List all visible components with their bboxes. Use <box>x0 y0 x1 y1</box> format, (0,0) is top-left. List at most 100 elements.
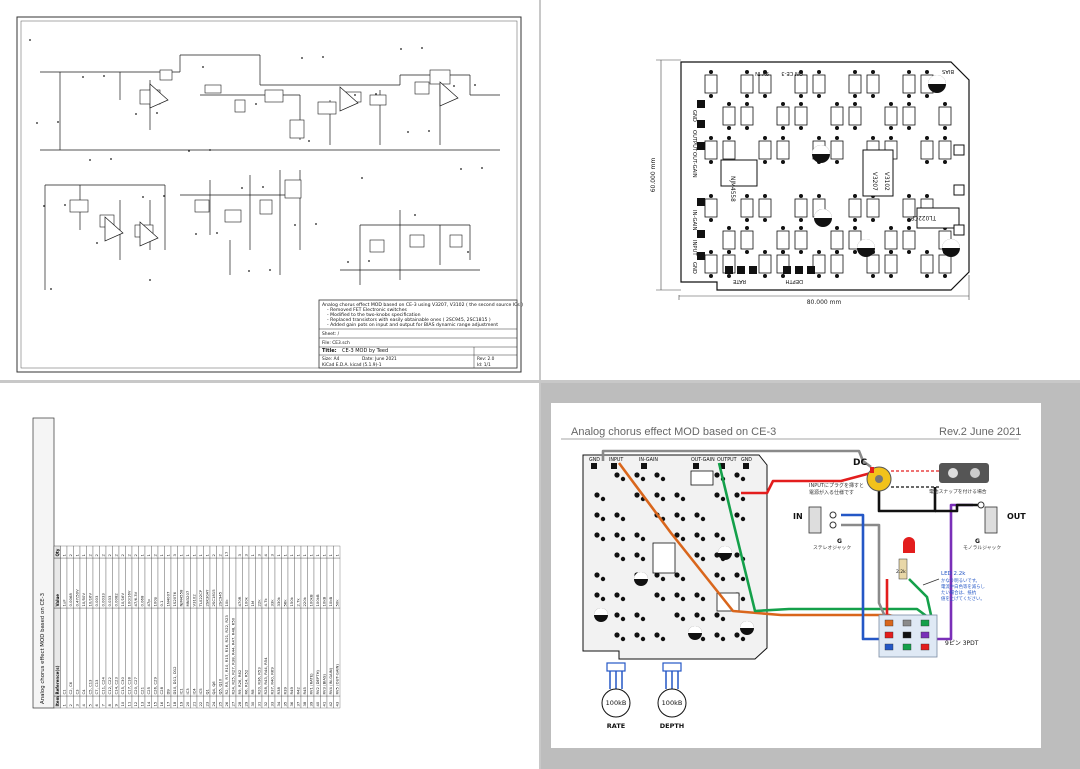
schematic-junction <box>460 168 462 170</box>
rate-knob-icon <box>601 688 631 718</box>
bom-cell-text: 5 <box>87 704 92 707</box>
bom-cell-text: 0.0033 <box>100 593 105 607</box>
led-resistor-icon <box>898 558 908 580</box>
footswitch-pin <box>920 631 930 639</box>
bom-cell-text: 4 <box>263 554 268 557</box>
wiring-pcb-pad <box>700 596 706 602</box>
wiring-pcb-pad <box>634 472 640 478</box>
title-line-5: - Added gain pots on input and output fo… <box>327 322 498 328</box>
pcb-resistor <box>740 106 754 126</box>
bom-cell-text: 1 <box>302 554 307 557</box>
wiring-pcb-pad <box>674 532 680 538</box>
pcb-resistor <box>902 106 916 126</box>
bom-cell-text: 1uF <box>61 599 66 606</box>
bom-cell <box>183 607 191 697</box>
bom-cell-text: 33k <box>269 599 274 607</box>
bom-cell <box>274 607 282 697</box>
wire-green-led <box>908 578 933 616</box>
bom-cell-text: 9 <box>113 704 118 707</box>
wiring-pcb-top-pad <box>641 463 647 469</box>
schematic-border <box>16 16 522 373</box>
pcb-resistor <box>920 254 934 274</box>
pcb-pad <box>907 250 911 254</box>
wiring-pcb-pad <box>700 616 706 622</box>
bom-cell-text: C21 <box>139 686 144 694</box>
wiring-pcb-pad <box>694 532 700 538</box>
title-value: CE-3 MOD by Teed <box>342 348 388 354</box>
wiring-pcb-pad <box>680 536 686 542</box>
pcb-resistor <box>938 106 952 126</box>
pcb-pad <box>943 126 947 130</box>
wiring-pcb-top-label: GND <box>589 457 600 463</box>
wiring-pcb-pad <box>694 512 700 518</box>
wiring-pcb-pad <box>620 596 626 602</box>
wire-gray-dc <box>601 449 872 469</box>
wiring-pcb-pad <box>614 472 620 478</box>
bom-cell-text: R39 <box>282 686 287 694</box>
pcb-pad <box>709 136 713 140</box>
bom-cell-text: 4.7k <box>263 597 268 606</box>
wiring-pcb-pad <box>654 472 660 478</box>
wiring-pcb-pad <box>700 556 706 562</box>
footswitch-pin <box>902 631 912 639</box>
pcb-resistor <box>776 230 790 250</box>
wire-red-dc <box>741 471 872 495</box>
pcb-pad <box>727 102 731 106</box>
wiring-pcb-capacitor-mark <box>594 608 608 615</box>
pcb-pad <box>871 94 875 98</box>
pcb-capacitor-mark <box>928 75 946 84</box>
schematic-junction <box>354 94 356 96</box>
pcb-resistor <box>902 230 916 250</box>
bom-cell-text: 0.068 <box>139 595 144 606</box>
schematic-junction <box>89 159 91 161</box>
output-jack-icon <box>984 506 998 534</box>
wiring-pcb-pad <box>620 516 626 522</box>
bom-cell-text: 1 <box>282 554 287 557</box>
wiring-pcb-pad <box>654 492 660 498</box>
pcb-pad <box>763 94 767 98</box>
pcb-pot-pad <box>725 266 733 274</box>
footswitch-pin <box>884 631 894 639</box>
wiring-pcb-pad <box>654 572 660 578</box>
bom-cell-text: D10, D11, D12 <box>172 666 177 695</box>
bom-cell-text: 14 <box>146 701 151 706</box>
schematic-part <box>69 199 89 213</box>
title-block: Analog chorus effect MOD based on CE-3 u… <box>318 299 523 369</box>
pcb-pad <box>727 136 731 140</box>
wiring-pcb-top-pad <box>693 463 699 469</box>
pcb-resistor <box>830 106 844 126</box>
wiring-pcb-pad <box>674 572 680 578</box>
schematic-junction <box>467 251 469 253</box>
pcb-pad <box>727 274 731 278</box>
bom-cell-text: R49 <box>289 686 294 694</box>
schematic-junction <box>110 158 112 160</box>
bom-cell-text: 1 <box>185 554 190 557</box>
pcb-label-v3207: V3207 <box>871 172 877 191</box>
wire-green-output <box>717 462 934 623</box>
footswitch-pin <box>902 643 912 651</box>
wiring-rev: Rev.2 June 2021 <box>939 426 1021 438</box>
pcb-resistor <box>794 106 808 126</box>
pcb-pad <box>925 160 929 164</box>
bom-cell-text: 40 <box>315 701 320 706</box>
pcb-resistor <box>830 254 844 274</box>
schematic-junction <box>202 66 204 68</box>
bom-cell-text: C2, C6 <box>68 681 73 694</box>
pcb-resistor <box>884 230 898 250</box>
pcb-pad <box>781 250 785 254</box>
pcb-resistor <box>722 230 736 250</box>
wiring-pcb-pad <box>694 592 700 598</box>
wiring-panel: Analog chorus effect MOD based on CE-3 R… <box>541 383 1080 769</box>
wiring-pcb-pad <box>620 476 626 482</box>
wiring-pcb-pad <box>600 576 606 582</box>
bom-cell-text: 31 <box>256 701 261 706</box>
schematic-part <box>317 101 337 115</box>
pcb-dimension-lines <box>656 59 970 300</box>
bom-cell-text: 1 <box>165 554 170 557</box>
bom-header-cell-text: Value <box>55 594 60 607</box>
bom-cell-text: 1 <box>139 554 144 557</box>
pcb-pad <box>799 126 803 130</box>
pcb-pad <box>853 94 857 98</box>
pcb-pad <box>907 226 911 230</box>
